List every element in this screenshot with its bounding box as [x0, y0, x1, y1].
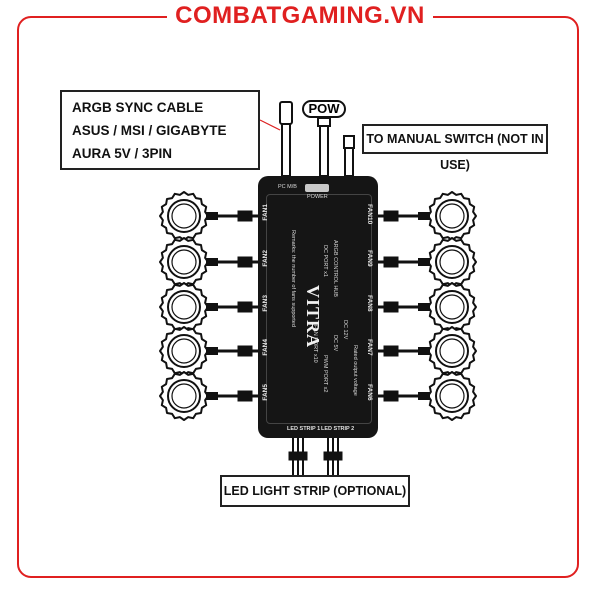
fan-label-left-2: FAN2 [262, 250, 269, 267]
fan-inner-ring [167, 245, 201, 279]
fan-left-4 [159, 326, 218, 376]
fan-left-1 [159, 191, 218, 241]
pc-mb-label: PC M/B [278, 184, 297, 190]
fans-group [159, 191, 477, 421]
fan-inner-ring [435, 334, 469, 368]
led-strip-callout: LED LIGHT STRIP (OPTIONAL) [220, 475, 410, 507]
brand-text: COMBATGAMING.VN [167, 2, 433, 29]
argb-line-1: ARGB SYNC CABLE [72, 100, 204, 115]
hub-col-7: Rated output voltage [352, 345, 358, 396]
fan-hub-ring [171, 294, 197, 320]
pow-label: POW [308, 101, 340, 116]
fan-inner-ring [435, 290, 469, 324]
pow-cable [319, 125, 329, 177]
fan-left-2 [159, 237, 218, 287]
fan-right-5 [418, 371, 477, 421]
fan-label-right-4: FAN7 [366, 339, 373, 356]
fan-hub-ring [439, 203, 465, 229]
led-cable-1-plug [288, 451, 308, 461]
fan-label-left-1: FAN1 [262, 204, 269, 221]
manual-plug [343, 135, 355, 149]
hub-col-1: ARGB CONTROL HUB [332, 240, 338, 297]
pow-connector: POW [302, 100, 346, 118]
fan-connector [206, 303, 218, 311]
fan-connector [418, 347, 430, 355]
hub-col-2: DC PORT x1 [322, 245, 328, 277]
vitra-logo: VITRA [303, 285, 323, 349]
hub-col-5: DC 12V [342, 320, 348, 340]
fan-label-right-1: FAN10 [366, 204, 373, 225]
argb-line-3: AURA 5V / 3PIN [72, 146, 173, 161]
fan-hub-ring [439, 294, 465, 320]
fan-left-3 [159, 282, 218, 332]
fan-right-4 [418, 326, 477, 376]
fan-hub-ring [171, 338, 197, 364]
fan-hub-ring [439, 383, 465, 409]
led-cable-2-plug [323, 451, 343, 461]
led-strip-2-label: LED STRIP 2 [321, 426, 355, 432]
fan-inner-ring [167, 199, 201, 233]
fan-left-5 [159, 371, 218, 421]
fan-right-1 [418, 191, 477, 241]
cables-group [218, 101, 418, 475]
fan-label-left-3: FAN3 [262, 295, 269, 312]
fan-label-left-5: FAN5 [262, 384, 269, 401]
fan-connector [206, 212, 218, 220]
fan-hub-ring [439, 249, 465, 275]
hub-note: Remarks: the number of fans supported [290, 230, 296, 327]
power-text: POWER [307, 194, 328, 200]
fan-inner-ring [167, 290, 201, 324]
fan-label-right-2: FAN9 [366, 250, 373, 267]
fan-hub-ring [171, 203, 197, 229]
fan-right-2 [418, 237, 477, 287]
fan-hub-ring [171, 249, 197, 275]
pow-stem [317, 117, 331, 127]
fan-connector [206, 258, 218, 266]
fan-label-right-5: FAN6 [366, 384, 373, 401]
fan-inner-ring [167, 379, 201, 413]
hub-panel [266, 194, 372, 424]
argb-line-2: ASUS / MSI / GIGABYTE [72, 123, 227, 138]
fan-right-3 [418, 282, 477, 332]
fan-connector [206, 347, 218, 355]
fan-connector [418, 258, 430, 266]
argb-cable [281, 123, 291, 177]
fan-inner-ring [435, 379, 469, 413]
argb-callout: ARGB SYNC CABLE ASUS / MSI / GIGABYTE AU… [60, 90, 260, 170]
fan-connector [206, 392, 218, 400]
led-strip-1-label: LED STRIP 1 [287, 426, 321, 432]
hub-col-6: DC 5V [332, 335, 338, 352]
fan-hub-ring [171, 383, 197, 409]
fan-inner-ring [167, 334, 201, 368]
power-port [305, 184, 329, 192]
fan-connector [418, 303, 430, 311]
fan-connector [418, 212, 430, 220]
manual-switch-callout: TO MANUAL SWITCH (NOT IN USE) [362, 124, 548, 172]
fan-label-right-3: FAN8 [366, 295, 373, 312]
argb-plug [279, 101, 293, 125]
hub-col-4: PWM PORT x2 [322, 355, 328, 393]
hub-col-3: FAN PORT x10 [312, 325, 318, 363]
fan-inner-ring [435, 199, 469, 233]
fan-inner-ring [435, 245, 469, 279]
controller-hub [258, 176, 378, 438]
brand-header: COMBATGAMING.VN [0, 0, 600, 32]
manual-cable [344, 147, 354, 177]
fan-hub-ring [439, 338, 465, 364]
fan-label-left-4: FAN4 [262, 339, 269, 356]
fan-connector [418, 392, 430, 400]
argb-pointer [259, 119, 281, 131]
